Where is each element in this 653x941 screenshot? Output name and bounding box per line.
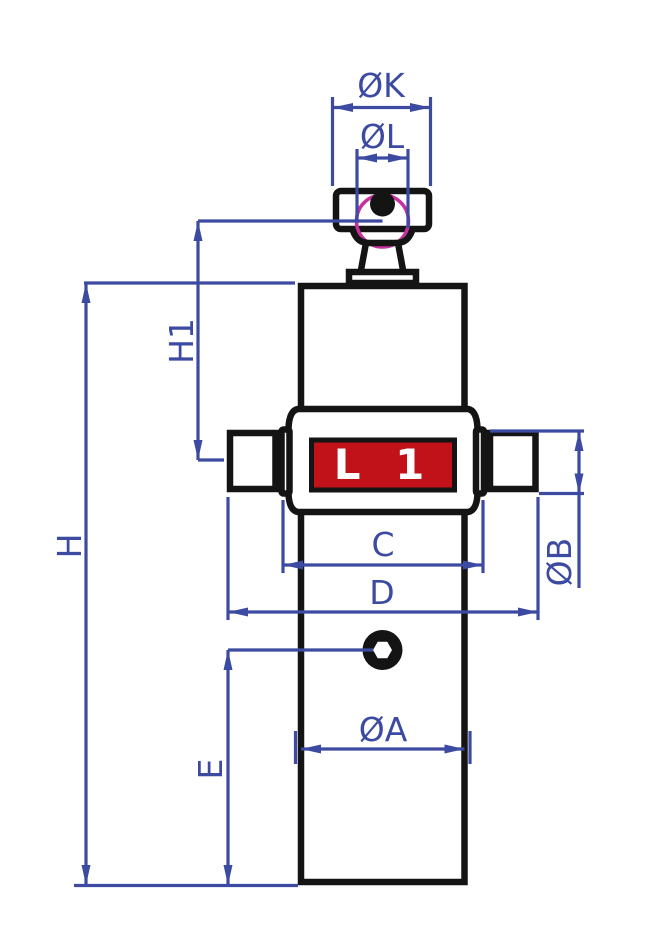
arm-flange-right <box>472 426 488 497</box>
arrow-right <box>388 153 408 163</box>
trunnion-arm-left <box>226 429 279 493</box>
dim-label-ok: ØK <box>357 66 406 105</box>
neck-left <box>357 242 370 271</box>
dim-label-h: H <box>50 534 89 559</box>
grease-nipple-hex <box>373 641 392 659</box>
dim-label-d: D <box>369 573 394 612</box>
ball-neck-group <box>349 229 416 271</box>
arrow-left <box>228 607 248 617</box>
arrow-up <box>574 431 584 451</box>
neck-right <box>394 242 407 271</box>
arrow-left <box>332 103 353 112</box>
dimension-c: C <box>281 500 485 573</box>
dim-label-ol: ØL <box>360 117 405 156</box>
arrow-up <box>223 650 233 670</box>
dimension-ob: ØB <box>490 429 584 588</box>
arrow-right <box>410 103 431 112</box>
type-plate: L 1 <box>309 437 457 493</box>
dim-label-ob: ØB <box>540 538 579 587</box>
arrow-down <box>193 440 203 460</box>
arrow-up <box>193 221 203 241</box>
dimension-h: H <box>50 281 298 888</box>
dimension-ol: ØL <box>355 117 410 228</box>
dim-label-h1: H1 <box>162 318 201 364</box>
arrow-down <box>223 865 233 885</box>
arrow-right <box>518 607 538 617</box>
type-plate-label: L 1 <box>334 440 435 489</box>
ball-cup <box>349 229 416 247</box>
arrow-right <box>444 744 465 754</box>
arrow-left <box>283 560 303 570</box>
ball-end <box>370 191 395 217</box>
dimension-e: E <box>191 648 373 885</box>
arrow-left <box>357 153 377 163</box>
dim-label-e: E <box>191 759 230 780</box>
cylinder-tube <box>297 282 468 886</box>
type-plate-rect <box>309 437 457 493</box>
dimension-oa: ØA <box>293 710 472 764</box>
dimension-h1: H1 <box>162 221 224 462</box>
arrow-up <box>81 283 91 303</box>
arm-flange-left <box>278 426 293 497</box>
arrow-down <box>574 473 584 494</box>
dim-label-c: C <box>371 525 394 564</box>
arrow-down <box>81 865 91 885</box>
arrow-right <box>463 560 483 570</box>
dim-label-oa: ØA <box>359 710 408 749</box>
trunnion-arm-right <box>486 429 539 493</box>
dimension-ok: ØK <box>330 66 433 186</box>
rod-collar <box>345 268 420 287</box>
grease-nipple <box>362 630 403 670</box>
dimension-d: D <box>226 497 540 620</box>
arrow-left <box>301 744 321 754</box>
